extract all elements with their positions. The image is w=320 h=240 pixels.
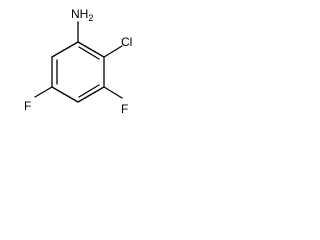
bond-to-fluorine-left	[34, 86, 53, 98]
ring-bond-c4-c5	[51, 86, 79, 103]
ring-bond-c6-c1	[51, 41, 79, 58]
fluorine-right-label: F	[121, 102, 128, 116]
ring-bond-c1-c2	[77, 41, 105, 58]
fluorine-left-label: F	[24, 99, 31, 113]
ring-bond-c3-c4	[77, 86, 105, 103]
benzene-ring	[51, 41, 105, 103]
chlorine-label: Cl	[121, 35, 132, 49]
chemical-structure-diagram: NH2 Cl F F	[24, 7, 132, 116]
bond-to-fluorine-right	[103, 86, 123, 99]
double-bond-inner-c1-c2	[78, 46, 100, 60]
double-bond-inner-c3-c4	[78, 84, 100, 98]
amine-symbol: NH	[71, 7, 88, 21]
bond-to-chlorine	[103, 45, 123, 58]
amine-subscript: 2	[88, 13, 93, 23]
amine-label: NH2	[71, 7, 93, 23]
